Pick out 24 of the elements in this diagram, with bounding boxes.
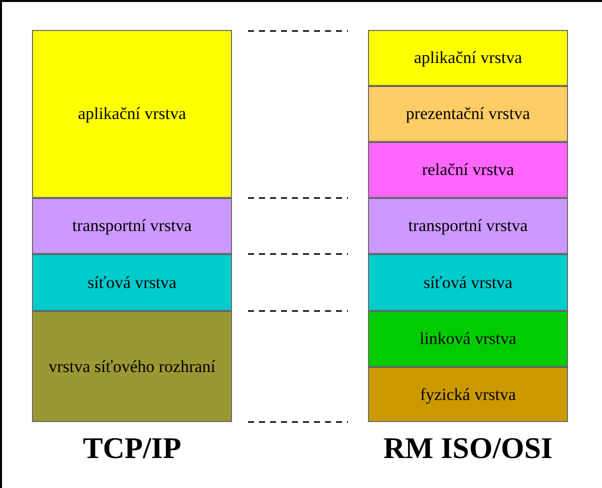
layer-name: transportní vrstva [72,215,192,238]
layer-name: linková vrstva [420,328,516,350]
layer-box [368,367,568,422]
layer-name: vrstva síťového rozhraní [48,356,216,378]
layer-name: prezentační vrstva [406,103,530,126]
layer-name: síťová vrstva [424,272,512,294]
stack-caption: RM ISO/OSI [382,432,554,466]
layer-name: aplikační vrstva [414,47,522,70]
layer-box [32,30,232,198]
layer-name: transportní vrstva [408,215,528,238]
stack-caption: TCP/IP [82,432,182,466]
layer-box [368,254,568,311]
layer-name: síťová vrstva [88,272,176,294]
layer-box [368,86,568,142]
layer-box [368,311,568,367]
layer-box [32,311,232,422]
layer-box [32,254,232,311]
layer-box [368,198,568,254]
layer-box [368,142,568,198]
layer-name: aplikační vrstva [78,103,186,126]
layer-name: fyzická vrstva [420,384,516,406]
layer-box [32,198,232,254]
layer-name: relační vrstva [422,159,514,182]
layer-box [368,30,568,86]
